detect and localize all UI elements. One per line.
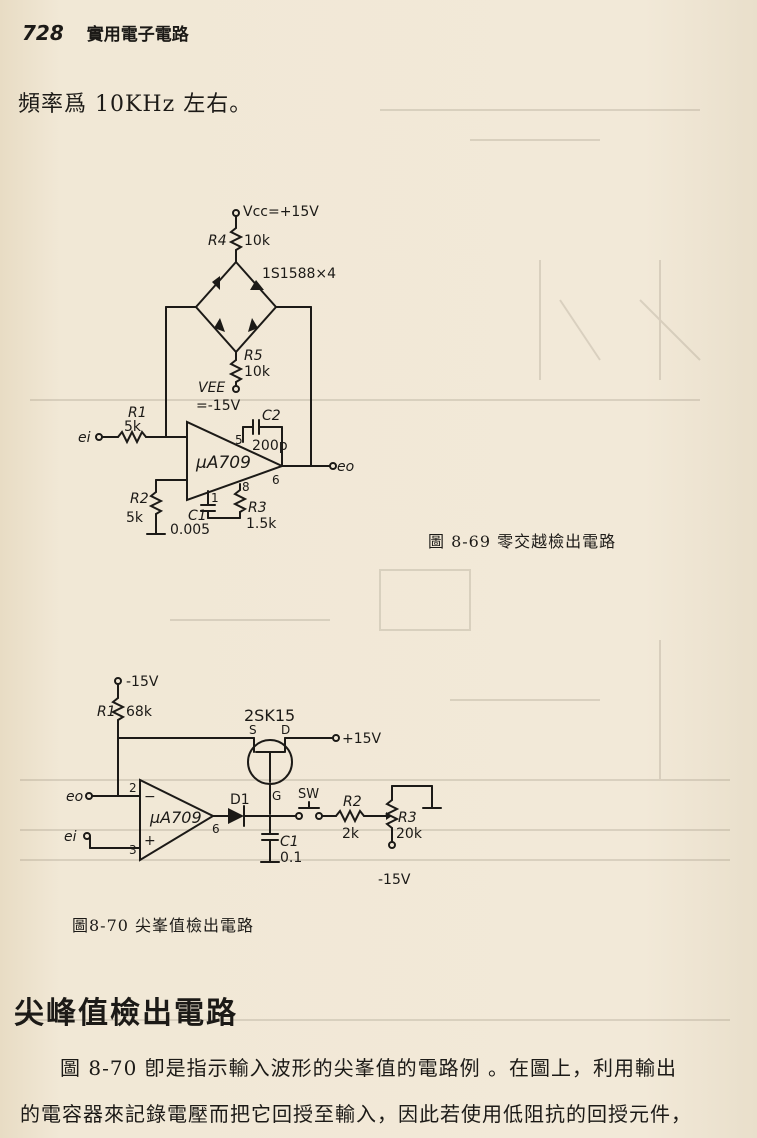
fig70-r3-label: R3 [398, 810, 417, 826]
fig70-pin2: 2 [129, 781, 137, 795]
fig69-pin5-label: 5 [235, 433, 243, 447]
fig70-r2-value: 2k [342, 826, 360, 842]
fig70-neg15-top: -15V [126, 674, 159, 690]
fig69-pin6-label: 6 [272, 473, 280, 487]
fig70-r1-label: R1 [97, 704, 116, 720]
fig70-neg15-bot: -15V [378, 872, 411, 888]
figure-8-70-caption: 圖8-70 尖峯值檢出電路 [72, 916, 255, 935]
fig70-r2-label: R2 [343, 794, 362, 810]
fig69-c1-label: C1 [188, 508, 207, 524]
fig69-r4-label: R4 [208, 233, 227, 249]
book-title: 實用電子電路 [86, 25, 189, 45]
fig70-d1-label: D1 [230, 792, 250, 808]
fig69-r4-value: 10k [244, 233, 271, 249]
fig70-fet-label: 2SK15 [244, 706, 295, 725]
fig69-r5-label: R5 [244, 348, 263, 364]
fig69-pin1-label: 1 [211, 491, 219, 505]
fig69-c1-value: 0.005 [170, 522, 210, 538]
fig70-eo-label: eo [66, 789, 83, 805]
fig69-r1-label: R1 [128, 405, 147, 421]
fig70-sw-label: SW [298, 787, 319, 802]
fig69-c2-value: 200p [252, 438, 288, 454]
fig70-s-label: S [249, 723, 257, 737]
fig70-pin6: 6 [212, 822, 220, 836]
fig70-opamp-label: μA709 [149, 808, 202, 827]
page-number: 728 [22, 21, 64, 45]
figure-8-69-caption: 圖 8-69 零交越檢出電路 [428, 532, 617, 551]
fig70-c1-value: 0.1 [280, 850, 302, 866]
fig69-r2-value: 5k [126, 510, 144, 526]
fig69-r3-value: 1.5k [246, 516, 277, 532]
fig69-ei-label: ei [78, 430, 91, 446]
fig70-plus: + [144, 833, 156, 849]
fig69-opamp-label: μA709 [195, 453, 251, 473]
fig69-r1-value: 5k [124, 419, 142, 435]
fig70-pos15: +15V [342, 731, 382, 747]
fig69-vcc-label: Vcc=+15V [243, 204, 319, 220]
fig69-r3-label: R3 [248, 500, 267, 516]
fig70-pin3: 3 [129, 843, 137, 857]
fig70-ei-label: ei [64, 829, 77, 845]
fig69-r2-label: R2 [130, 491, 149, 507]
fig69-pin8-label: 8 [242, 480, 250, 494]
fig70-minus: − [144, 789, 156, 805]
fig69-vee-value: =-15V [196, 398, 241, 414]
fig70-r3-value: 20k [396, 826, 423, 842]
paragraph-line-2: 的電容器來記錄電壓而把它回授至輸入，因此若使用低阻抗的回授元件， [20, 1102, 692, 1126]
fig69-diode-label: 1S1588×4 [262, 266, 336, 282]
paragraph-line-1: 圖 8-70 卽是指示輸入波形的尖峯值的電路例 。在圖上，利用輸出 [60, 1056, 678, 1080]
fig69-c2-label: C2 [262, 408, 281, 424]
fig70-c1-label: C1 [280, 834, 299, 850]
fig70-g-label: G [272, 789, 281, 803]
fig69-vee-label: VEE [198, 380, 225, 396]
section-title: 尖峰值檢出電路 [14, 996, 238, 1031]
fig70-d-label: D [281, 723, 290, 737]
page-header: 728 實用電子電路 [22, 20, 189, 45]
fig69-r5-value: 10k [244, 364, 271, 380]
fig69-eo-label: eo [337, 459, 354, 475]
intro-line: 頻率爲 10KHz 左右。 [18, 92, 253, 117]
fig70-r1-value: 68k [126, 704, 153, 720]
